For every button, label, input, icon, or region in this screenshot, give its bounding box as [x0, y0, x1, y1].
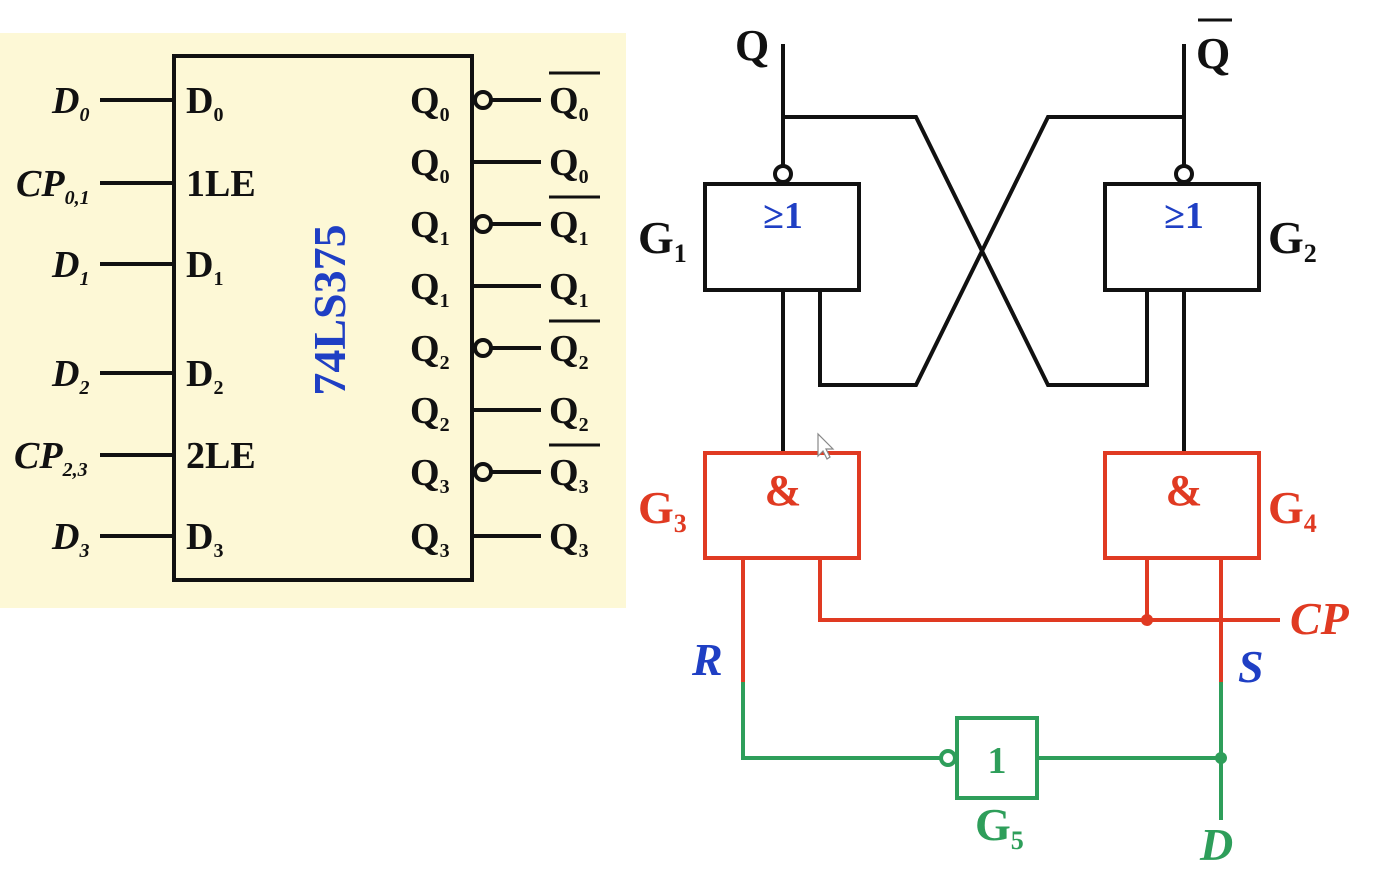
- chip-output-q2: Q2 Q2: [410, 390, 589, 436]
- input-pin-label: D2: [186, 353, 223, 399]
- output-pin-label: Q3: [410, 516, 450, 562]
- chip-output-q3-bar: Q3 Q3: [410, 443, 600, 498]
- inversion-bubble: [1174, 164, 1194, 184]
- inversion-bubble: [773, 164, 793, 184]
- s-label: S: [1238, 641, 1264, 692]
- input-pin-label: D3: [186, 516, 223, 562]
- chip-output-q0: Q0 Q0: [410, 142, 589, 188]
- output-ext-label: Q3: [549, 452, 589, 498]
- gate-g4-label: G4: [1268, 482, 1317, 538]
- gate-g1-label: G1: [638, 212, 687, 268]
- input-ext-label: D1: [51, 244, 89, 290]
- gate-g4-body: [1103, 451, 1261, 560]
- chip-input-cp23: CP2,3 2LE: [14, 435, 256, 481]
- r-label: R: [691, 634, 723, 685]
- inversion-bubble: [473, 338, 493, 358]
- d-label: D: [1199, 819, 1233, 870]
- latch-red-wires: [741, 558, 1280, 682]
- gate-g2-body: [1103, 182, 1261, 292]
- latch-black-wires: [781, 44, 1186, 453]
- chip-panel-bg: [0, 33, 626, 608]
- cp-wire: [818, 558, 1280, 622]
- output-pin-label: Q2: [410, 328, 450, 374]
- chip-output-q1-bar: Q1 Q1: [410, 195, 600, 250]
- output-pin-label: Q0: [410, 80, 450, 126]
- output-pin-label: Q3: [410, 452, 450, 498]
- latch-green-wires: [741, 682, 1227, 820]
- gate-g3-symbol: &: [765, 466, 802, 515]
- output-pin-label: Q2: [410, 390, 450, 436]
- chip-input-d0: D0 D0: [51, 80, 223, 126]
- cp-junction: [1141, 614, 1153, 626]
- inversion-bubble: [473, 462, 493, 482]
- chip-panel: 74LS375: [0, 33, 626, 608]
- chip-output-q2-bar: Q2 Q2: [410, 319, 600, 374]
- input-pin-label: D0: [186, 80, 223, 126]
- output-ext-label: Q1: [549, 204, 589, 250]
- mouse-cursor-icon: [817, 432, 835, 460]
- gate-g2-symbol: ≥1: [1164, 195, 1204, 237]
- chip-name: 74LS375: [304, 224, 355, 395]
- gate-g1: ≥1 G1: [638, 164, 861, 292]
- output-ext-label: Q1: [549, 266, 589, 312]
- gate-g2-label: G2: [1268, 212, 1317, 268]
- q-label: Q: [735, 21, 769, 70]
- chip-outputs: Q0 Q0 Q0 Q0 Q1 Q1 Q1 Q1 Q2 Q2: [410, 71, 600, 562]
- gate-g5-body: [955, 716, 1039, 800]
- inversion-bubble: [473, 90, 493, 110]
- gate-g2: ≥1 G2: [1103, 164, 1317, 292]
- output-ext-label: Q2: [549, 328, 589, 374]
- output-ext-label: Q0: [549, 142, 589, 188]
- output-pin-label: Q0: [410, 142, 450, 188]
- gate-g4-symbol: &: [1166, 466, 1203, 515]
- gate-g3-body: [703, 451, 861, 560]
- chip-input-cp01: CP0,1 1LE: [16, 163, 256, 209]
- input-pin-label: 2LE: [186, 435, 256, 477]
- input-pin-label: D1: [186, 244, 223, 290]
- input-ext-label: D2: [51, 353, 89, 399]
- cross-wire-qbar-to-g1: [818, 115, 1184, 387]
- output-ext-label: Q0: [549, 80, 589, 126]
- gate-g3: & G3: [638, 451, 861, 560]
- cp-label: CP: [1290, 593, 1350, 644]
- chip-output-q3: Q3 Q3: [410, 516, 589, 562]
- gate-g5-label: G5: [975, 799, 1024, 855]
- output-pin-label: Q1: [410, 204, 450, 250]
- input-ext-label: D3: [51, 516, 89, 562]
- inversion-bubble: [473, 214, 493, 234]
- input-pin-label: 1LE: [186, 163, 256, 205]
- chip-output-q1: Q1 Q1: [410, 266, 589, 312]
- d-junction: [1215, 752, 1227, 764]
- chip-output-q0-bar: Q0 Q0: [410, 71, 600, 126]
- output-ext-label: Q3: [549, 516, 589, 562]
- chip-input-d1: D1 D1: [51, 244, 223, 290]
- input-ext-label: CP2,3: [14, 435, 88, 481]
- cross-wire-q-to-g2: [783, 115, 1149, 387]
- gate-g1-body: [703, 182, 861, 292]
- chip-input-d2: D2 D2: [51, 353, 223, 399]
- input-ext-label: D0: [51, 80, 89, 126]
- gate-g5-symbol: 1: [988, 740, 1007, 782]
- qbar-label: Q: [1196, 29, 1230, 78]
- input-ext-label: CP0,1: [16, 163, 90, 209]
- gate-g4: & G4: [1103, 451, 1317, 560]
- gate-g5: 1 G5: [939, 716, 1039, 855]
- chip-inputs: D0 D0 CP0,1 1LE D1 D1 D2 D2 CP2,3 2LE: [14, 80, 256, 562]
- chip-input-d3: D3 D3: [51, 516, 223, 562]
- gate-g1-symbol: ≥1: [763, 195, 803, 237]
- chip-body: [172, 54, 474, 582]
- gate-g3-label: G3: [638, 482, 687, 538]
- output-pin-label: Q1: [410, 266, 450, 312]
- inversion-bubble: [939, 749, 957, 767]
- output-ext-label: Q2: [549, 390, 589, 436]
- r-from-g5-wire: [741, 682, 940, 760]
